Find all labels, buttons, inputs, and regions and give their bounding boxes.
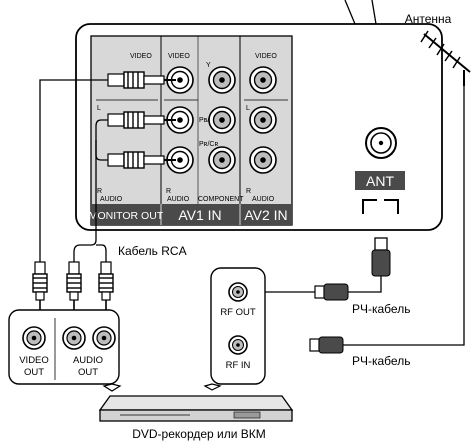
rf-cable-label-1: РЧ-кабель — [352, 302, 410, 316]
rf-terminal-panel: RF OUT RF IN — [203, 267, 266, 391]
audio-out-label-2: OUT — [78, 367, 98, 378]
rf-cable-plugs — [309, 283, 349, 354]
ant-label: ANT — [366, 173, 394, 189]
rca-plug-video — [107, 71, 176, 89]
rca-plug-r — [107, 151, 176, 169]
monitor-out-audio-label: AUDIO — [100, 196, 123, 203]
antenna-icon — [420, 30, 471, 86]
av2-audio-l-jack — [249, 106, 277, 134]
monitor-out-l-label: L — [97, 105, 101, 112]
component-y-label: Y — [206, 62, 211, 69]
rca-plug-l — [107, 111, 176, 129]
video-out-label-1: VIDEO — [19, 355, 49, 366]
av2-video-label: VIDEO — [255, 53, 277, 60]
component-pb-jack — [208, 106, 236, 134]
dvd-recorder-icon — [98, 395, 294, 422]
monitor-out-caption: MONITOR OUT — [89, 210, 164, 222]
audio-out-l-jack — [62, 326, 86, 350]
av-out-panel: VIDEO OUT AUDIO OUT — [8, 309, 122, 392]
video-out-label-2: OUT — [24, 367, 44, 378]
av2-r-label: R — [246, 188, 251, 195]
rca-plug-vertical-video — [32, 261, 48, 322]
av1-in-caption: AV1 IN — [178, 207, 221, 223]
component-caption: COMPONENT — [198, 196, 244, 203]
av1-audio-l-jack — [166, 106, 194, 134]
av2-in-caption: AV2 IN — [244, 207, 287, 223]
monitor-out-video-label: VIDEO — [130, 53, 152, 60]
audio-out-r-jack — [92, 326, 116, 350]
rca-cable-label: Кабель RCA — [118, 244, 187, 258]
rca-plug-vertical-r — [98, 261, 114, 322]
av2-audio-label: AUDIO — [252, 196, 275, 203]
av2-audio-r-jack — [249, 146, 277, 174]
av1-audio-label: AUDIO — [167, 196, 190, 203]
audio-out-label-1: AUDIO — [73, 355, 103, 366]
av1-r-label: R — [166, 188, 171, 195]
component-y-jack — [208, 66, 236, 94]
av-terminal-panel: VIDEO L R AUDIO MONITOR OUT VIDEO R AUDI… — [89, 35, 293, 226]
av1-audio-r-jack — [166, 146, 194, 174]
ant-terminal: ANT — [355, 127, 405, 214]
monitor-out-r-label: R — [97, 188, 102, 195]
video-out-jack — [22, 326, 46, 350]
av2-l-label: L — [246, 105, 250, 112]
tv-side-plugs — [107, 71, 176, 169]
rf-cable-label-2: РЧ-кабель — [352, 354, 410, 368]
component-pr-jack — [208, 146, 236, 174]
ant-plug — [371, 237, 391, 277]
av1-video-label: VIDEO — [168, 53, 190, 60]
component-pr-label: Pʀ/Cʀ — [199, 141, 218, 148]
av2-video-jack — [249, 66, 277, 94]
rf-in-label: RF IN — [226, 360, 251, 371]
wires — [39, 79, 465, 346]
antenna-label: Антенна — [405, 12, 452, 26]
rf-out-label: RF OUT — [220, 307, 256, 318]
device-label: DVD-рекордер или ВКМ — [132, 427, 266, 441]
